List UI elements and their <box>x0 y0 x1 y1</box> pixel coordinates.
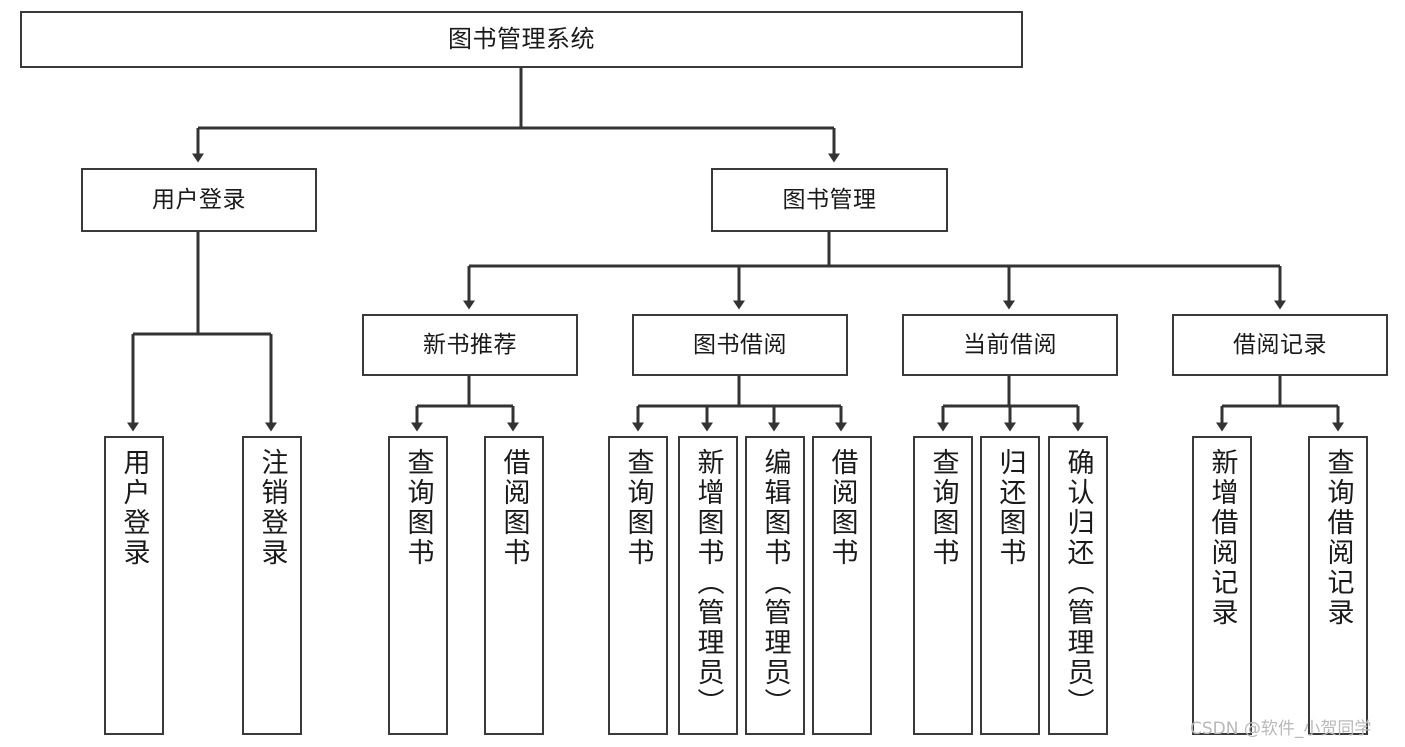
node-leaf-user-login[interactable]: 用户登录 <box>104 436 164 735</box>
node-new-book-recommend[interactable]: 新书推荐 <box>362 314 578 376</box>
node-label: 查询图书 <box>622 448 654 568</box>
node-leaf-cb-return-book[interactable]: 归还图书 <box>980 436 1040 735</box>
node-leaf-bb-edit-book-admin[interactable]: 编辑图书（管理员） <box>745 436 805 735</box>
node-label: 查询图书 <box>402 448 434 568</box>
node-label: 查询借阅记录 <box>1322 448 1354 628</box>
node-label: 图书管理系统 <box>448 24 595 53</box>
node-leaf-br-query-record[interactable]: 查询借阅记录 <box>1308 436 1368 735</box>
node-label: 注销登录 <box>256 448 288 568</box>
node-leaf-nb-query-book[interactable]: 查询图书 <box>388 436 448 735</box>
node-leaf-bb-add-book-admin[interactable]: 新增图书（管理员） <box>678 436 738 735</box>
node-label: 新增借阅记录 <box>1206 448 1238 628</box>
node-book-management[interactable]: 图书管理 <box>711 168 948 232</box>
node-leaf-cb-query-book[interactable]: 查询图书 <box>913 436 973 735</box>
node-label: 查询图书 <box>927 448 959 568</box>
node-leaf-bb-query-book[interactable]: 查询图书 <box>608 436 668 735</box>
node-leaf-bb-borrow-book[interactable]: 借阅图书 <box>812 436 872 735</box>
node-label: 新书推荐 <box>423 331 517 358</box>
node-leaf-nb-borrow-book[interactable]: 借阅图书 <box>484 436 544 735</box>
node-label: 当前借阅 <box>963 331 1057 358</box>
node-label: 归还图书 <box>994 448 1026 568</box>
node-user-login[interactable]: 用户登录 <box>81 168 317 232</box>
csdn-watermark: CSDN @软件_小贺同学 <box>1190 719 1372 739</box>
node-root-book-management-system[interactable]: 图书管理系统 <box>20 11 1023 68</box>
node-label: 确认归还（管理员） <box>1062 448 1094 718</box>
node-label: 借阅记录 <box>1233 331 1327 358</box>
node-current-borrow[interactable]: 当前借阅 <box>902 314 1118 376</box>
node-book-borrow[interactable]: 图书借阅 <box>632 314 848 376</box>
node-label: 编辑图书（管理员） <box>759 448 791 718</box>
node-label: 图书借阅 <box>693 331 787 358</box>
node-label: 借阅图书 <box>498 448 530 568</box>
node-label: 借阅图书 <box>826 448 858 568</box>
node-leaf-cb-confirm-return-admin[interactable]: 确认归还（管理员） <box>1048 436 1108 735</box>
node-label: 用户登录 <box>118 448 150 568</box>
node-leaf-br-add-record[interactable]: 新增借阅记录 <box>1192 436 1252 735</box>
node-label: 图书管理 <box>782 186 877 213</box>
node-borrow-record[interactable]: 借阅记录 <box>1172 314 1388 376</box>
node-label: 新增图书（管理员） <box>692 448 724 718</box>
node-label: 用户登录 <box>152 186 246 213</box>
node-leaf-logout[interactable]: 注销登录 <box>242 436 302 735</box>
